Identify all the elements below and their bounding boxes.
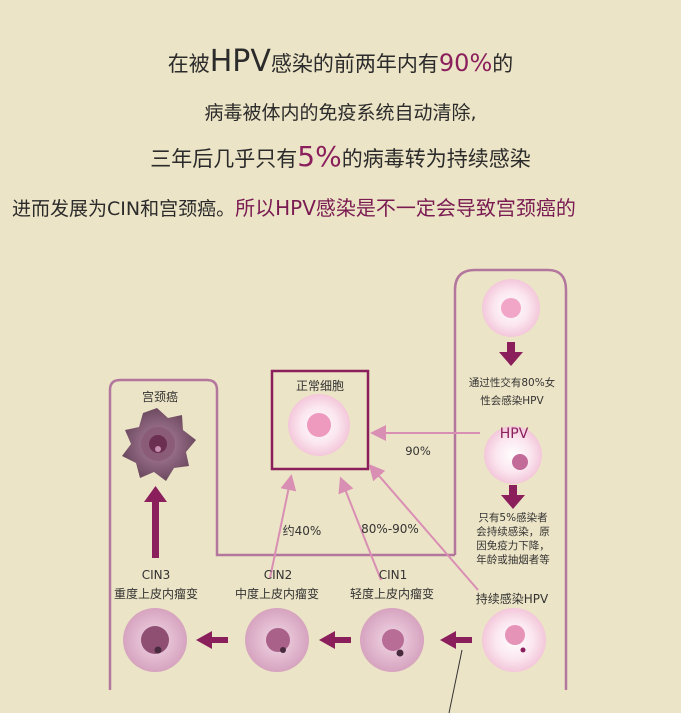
cin2-name-label: 中度上皮内瘤变 bbox=[234, 587, 319, 601]
persist-note-line: 只有5%感染者 bbox=[478, 512, 548, 524]
cin2-cell-nucleus bbox=[266, 628, 290, 652]
persist-note-line: 因免疫力下降， bbox=[476, 540, 550, 552]
header-text: 进而发展为CIN和宫颈癌。 bbox=[12, 198, 236, 220]
header-text: 三年后几乎只有 bbox=[150, 147, 298, 171]
persist-note-line: 年龄或抽烟者等 bbox=[476, 554, 550, 566]
cin2-code-label: CIN2 bbox=[263, 568, 293, 582]
cin2-cell-dot bbox=[280, 647, 286, 653]
arrow-down-top bbox=[499, 342, 523, 366]
normal-cell-label: 正常细胞 bbox=[295, 379, 344, 393]
sexual-infection-note-1: 通过性交有80%女 bbox=[468, 377, 556, 389]
header-line-1: 在被HPV感染的前两年内有90%的 bbox=[0, 44, 681, 79]
left-loop-outline bbox=[108, 378, 219, 690]
cin1-name-label: 轻度上皮内瘤变 bbox=[349, 587, 434, 601]
arrow-about-40-percent bbox=[269, 474, 297, 579]
arrow-left-3 bbox=[440, 631, 472, 649]
arrow-left-2 bbox=[319, 631, 351, 649]
header-hpv: HPV bbox=[209, 44, 271, 79]
persistent-hpv-label: 持续感染HPV bbox=[475, 592, 549, 606]
cin3-cell-dot bbox=[154, 646, 162, 654]
arrow-up-cancer bbox=[144, 486, 167, 558]
cancer-cell-dot bbox=[155, 446, 161, 452]
header-text: 在被 bbox=[167, 52, 210, 76]
header-conclusion: 所以HPV感染是不一定会导致宫颈癌的 bbox=[235, 196, 576, 220]
healthy-cell-top-nucleus bbox=[501, 298, 521, 318]
hpv-infected-cell-nucleus bbox=[512, 454, 528, 470]
cin3-name-label: 重度上皮内瘤变 bbox=[113, 587, 198, 601]
cin1-cell-dot bbox=[396, 649, 404, 657]
normal-cell-nucleus bbox=[307, 413, 331, 437]
hpv-infected-cell bbox=[484, 426, 542, 484]
arrow-80-90-percent bbox=[338, 476, 382, 581]
cin1-cell-nucleus bbox=[382, 629, 404, 651]
header-line-3: 三年后几乎只有5%的病毒转为持续感染 bbox=[0, 140, 681, 173]
right-column-outline bbox=[453, 268, 568, 690]
header-text: 感染的前两年内有 bbox=[270, 52, 439, 76]
cervical-cancer-label: 宫颈癌 bbox=[141, 390, 178, 404]
persistent-infection-note: 只有5%感染者 会持续感染，原 因免疫力下降， 年龄或抽烟者等 bbox=[462, 511, 564, 567]
persistent-hpv-cell-nucleus bbox=[505, 625, 525, 645]
cin3-cell-nucleus bbox=[141, 626, 169, 654]
left-loop-bottom bbox=[215, 390, 455, 557]
header-text: 的病毒转为持续感染 bbox=[341, 147, 531, 171]
persistent-hpv-cell-dot bbox=[520, 647, 526, 653]
header-text: 的 bbox=[492, 52, 514, 76]
persist-note-line: 会持续感染，原 bbox=[476, 526, 550, 538]
cin3-code-label: CIN3 bbox=[141, 568, 171, 582]
arrow-persistent-to-normal bbox=[368, 463, 479, 591]
arrow-left-1 bbox=[196, 631, 228, 649]
arrow-down-mid bbox=[501, 485, 525, 509]
normal-cell-box bbox=[270, 369, 370, 471]
header-5-percent: 5% bbox=[297, 140, 342, 173]
ninety-percent-label: 90% bbox=[405, 444, 431, 458]
eighty-ninety-percent-label: 80%-90% bbox=[361, 522, 419, 536]
cancer-cell-nucleus bbox=[149, 435, 167, 453]
about-40-percent-label: 约40% bbox=[282, 524, 322, 538]
header-90-percent: 90% bbox=[438, 49, 493, 77]
pointer-line bbox=[448, 649, 463, 713]
header-line-4: 进而发展为CIN和宫颈癌。所以HPV感染是不一定会导致宫颈癌的 bbox=[12, 192, 576, 221]
hpv-label: HPV bbox=[499, 426, 529, 442]
cin1-code-label: CIN1 bbox=[378, 568, 408, 582]
sexual-infection-note-2: 性会感染HPV bbox=[480, 395, 544, 407]
header-line-2: 病毒被体内的免疫系统自动清除, bbox=[204, 102, 477, 124]
